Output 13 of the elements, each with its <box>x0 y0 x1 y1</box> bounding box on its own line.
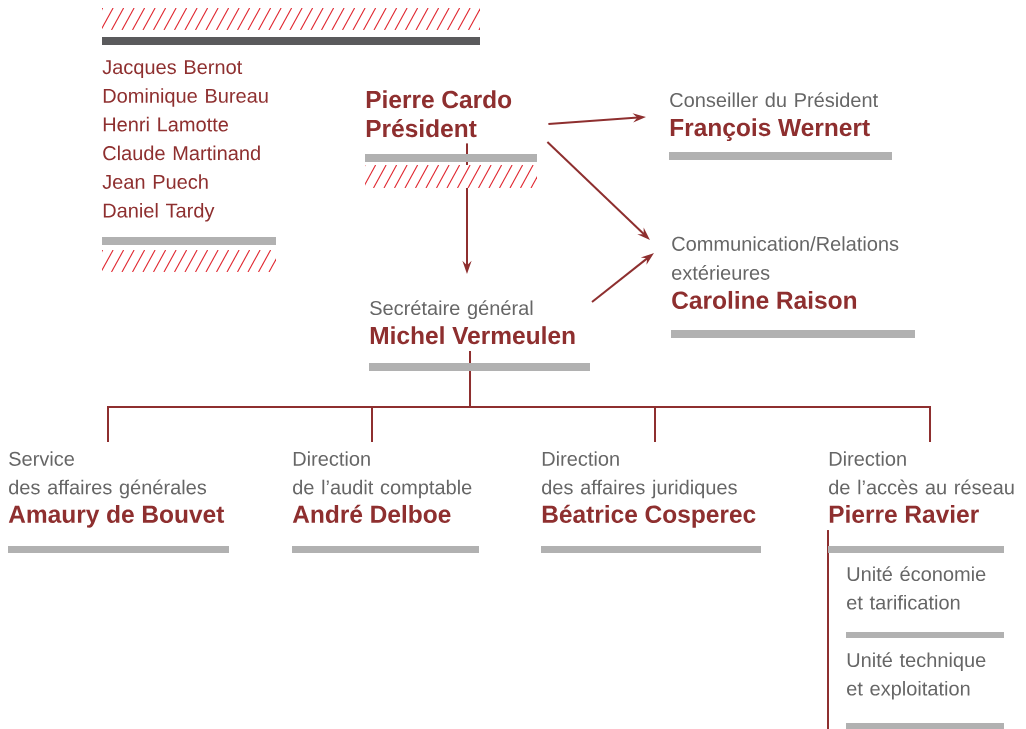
name-list: Jacques Bernot Dominique Bureau Henri Lamotte Claude Martinand Jean Puech Daniel Tardy <box>102 60 268 222</box>
unit-label: Unité économie et tarification <box>847 566 986 610</box>
org-entry: Direction des affaires juridiques Béatrice Cosperec <box>542 451 756 528</box>
org-entry: Service des affaires générales Amaury de Bouvet <box>8 451 225 528</box>
org-entry: Direction de l’accès au réseau Pierre Ravier <box>829 451 1014 523</box>
org-entry: Pierre Cardo Président <box>366 90 512 138</box>
org-entry: Secrétaire général Michel Vermeulen <box>370 300 575 345</box>
unit-label: Unité technique et exploitation <box>847 652 986 700</box>
org-entry: Communication/Relations extérieures Caroline Raison <box>672 236 899 309</box>
org-entry: Direction de l’audit comptable André Delboe <box>292 451 472 523</box>
connector-line <box>469 350 931 443</box>
org-entry: Conseiller du Président François Wernert <box>670 92 878 141</box>
connector-line <box>827 529 829 729</box>
